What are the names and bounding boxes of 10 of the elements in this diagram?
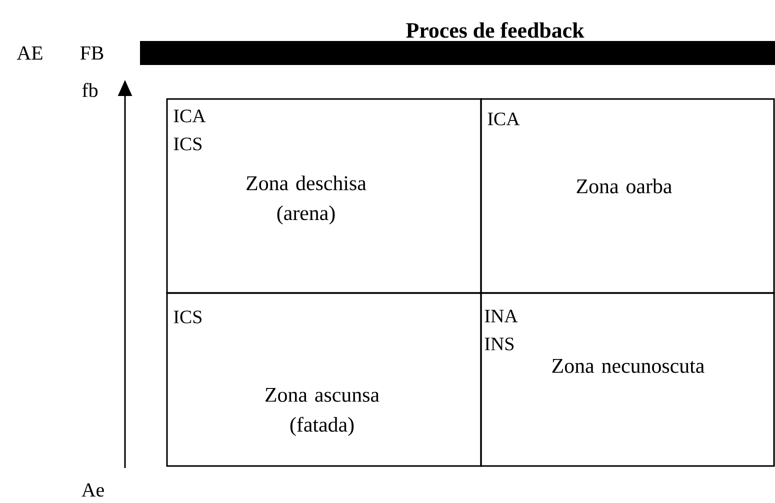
axis-label: Ae [82, 483, 104, 497]
quadrant-box: ICA Zona oarba [480, 98, 775, 294]
quadrant-box: ICA ICS Zona deschisa (arena) [166, 98, 482, 294]
axis-label: AE [16, 46, 42, 60]
feedback-bar [140, 41, 775, 65]
quadrant-box: ICS Zona ascunsa (fatada) [166, 292, 482, 467]
axis-label: FB [80, 46, 104, 60]
title: Proces de feedback [406, 22, 584, 38]
quadrant-box: INA INS Zona necunoscuta [480, 292, 775, 467]
axis-label: fb [82, 82, 98, 98]
